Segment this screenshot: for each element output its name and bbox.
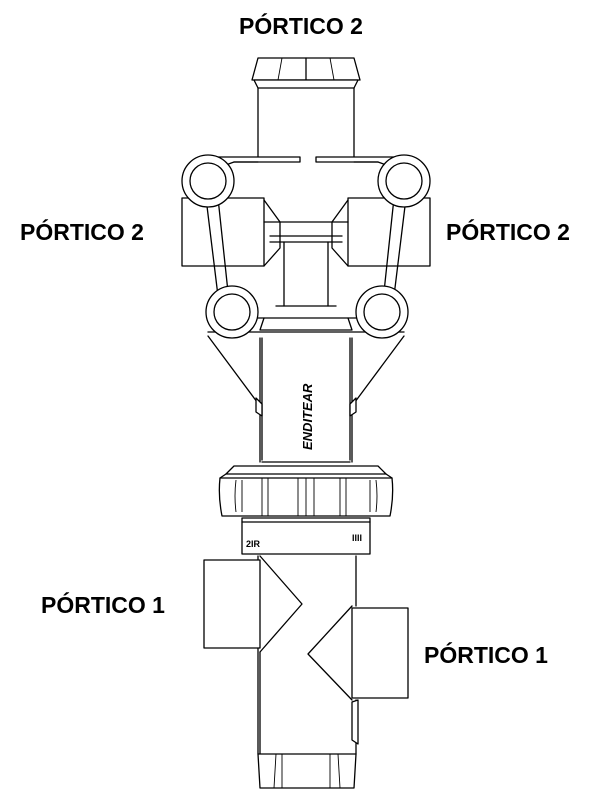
lower-body bbox=[207, 335, 405, 463]
union-nut bbox=[218, 465, 394, 517]
top-hex-cap bbox=[251, 57, 361, 89]
brand-text: ENDITEAR bbox=[300, 383, 315, 450]
bottom-hex-nut bbox=[257, 753, 357, 789]
central-neck bbox=[259, 221, 353, 331]
marking-ring: 2IR IIII bbox=[241, 517, 371, 555]
pivot-ring-bottom-right bbox=[355, 285, 409, 339]
label-right-port-1: PÓRTICO 1 bbox=[424, 642, 548, 668]
pivot-ring-top-left bbox=[181, 154, 235, 208]
right-port-2-block bbox=[331, 197, 431, 267]
label-left-port-1: PÓRTICO 1 bbox=[41, 592, 165, 618]
ring-mark-right: IIII bbox=[352, 533, 362, 543]
top-crossbar bbox=[211, 156, 401, 171]
upper-tube bbox=[257, 87, 355, 161]
ring-mark-left: 2IR bbox=[246, 539, 261, 549]
label-top-port-2: PÓRTICO 2 bbox=[239, 13, 363, 39]
link-arms bbox=[205, 197, 407, 297]
right-port-1-socket bbox=[351, 607, 409, 699]
label-right-port-2: PÓRTICO 2 bbox=[446, 219, 570, 245]
pivot-ring-top-right bbox=[377, 154, 431, 208]
pivot-ring-bottom-left bbox=[205, 285, 259, 339]
left-port-1-socket bbox=[203, 559, 261, 649]
left-port-2-block bbox=[181, 197, 281, 267]
brand-marking: ENDITEAR bbox=[300, 383, 315, 450]
label-left-port-2: PÓRTICO 2 bbox=[20, 219, 144, 245]
port-1-body bbox=[257, 555, 359, 755]
